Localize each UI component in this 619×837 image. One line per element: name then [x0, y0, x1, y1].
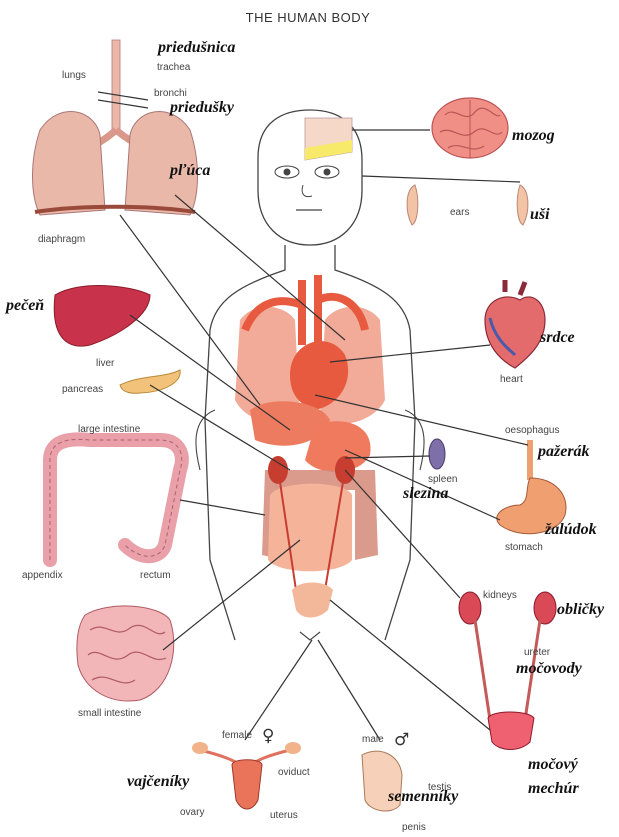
female-symbol: ♀ [262, 726, 274, 746]
label-diaphragm: diaphragm [38, 234, 85, 245]
sk-label-bronchi: priedušky [168, 99, 235, 116]
label-spleen: spleen [428, 474, 457, 485]
label-lungs: lungs [62, 70, 86, 81]
male-symbol: ♂ [394, 730, 409, 750]
sk-label-ureter: močovody [516, 660, 583, 677]
sk-label-ears: uši [530, 206, 550, 223]
sk-label-kidneys: obličky [557, 601, 605, 618]
liver-illustration [54, 286, 150, 347]
label-kidneys: kidneys [483, 590, 517, 601]
sk-label-stomach: žalúdok [544, 521, 597, 538]
sk-label-lungs: pľúca [168, 162, 210, 179]
label-male: male [362, 734, 384, 745]
label-stomach: stomach [505, 542, 543, 553]
sk-label-testis: semenníky [387, 788, 459, 805]
label-uterus: uterus [270, 810, 298, 821]
brain-illustration [432, 98, 508, 158]
label-oviduct: oviduct [278, 767, 310, 778]
sk-label-oesophagus: pažerák [536, 443, 590, 460]
label-oesophagus: oesophagus [505, 425, 560, 436]
large-intestine-illustration [50, 439, 182, 560]
diagram-title: THE HUMAN BODY [246, 10, 371, 25]
label-trachea: trachea [157, 62, 191, 73]
pancreas-illustration [120, 370, 180, 393]
sk-label-heart: srdce [539, 329, 575, 346]
label-liver: liver [96, 358, 115, 369]
sk-label-spleen: slezina [402, 485, 448, 502]
sk-label-bladder-line1: močový [528, 756, 579, 773]
label-bronchi: bronchi [154, 88, 187, 99]
sk-label-trachea: priedušnica [156, 39, 235, 56]
small-intestine-illustration [77, 606, 174, 701]
heart-illustration [485, 280, 545, 368]
label-appendix: appendix [22, 570, 63, 581]
label-pancreas: pancreas [62, 384, 103, 395]
label-female: female [222, 730, 252, 741]
label-small-intestine: small intestine [78, 708, 142, 719]
sk-label-ovary: vajčeníky [127, 773, 190, 790]
ears-illustration [407, 185, 528, 225]
label-ears: ears [450, 207, 469, 218]
label-heart: heart [500, 374, 523, 385]
torso-organs [235, 275, 385, 618]
label-large-intestine: large intestine [78, 424, 141, 435]
sk-label-bladder-line2: mechúr [528, 780, 579, 797]
label-ovary: ovary [180, 807, 204, 818]
label-rectum: rectum [140, 570, 171, 581]
sk-label-brain: mozog [512, 127, 555, 144]
label-ureter: ureter [524, 647, 551, 658]
label-penis: penis [402, 822, 426, 833]
sk-label-liver: pečeň [4, 297, 44, 314]
spleen-illustration [429, 439, 445, 469]
